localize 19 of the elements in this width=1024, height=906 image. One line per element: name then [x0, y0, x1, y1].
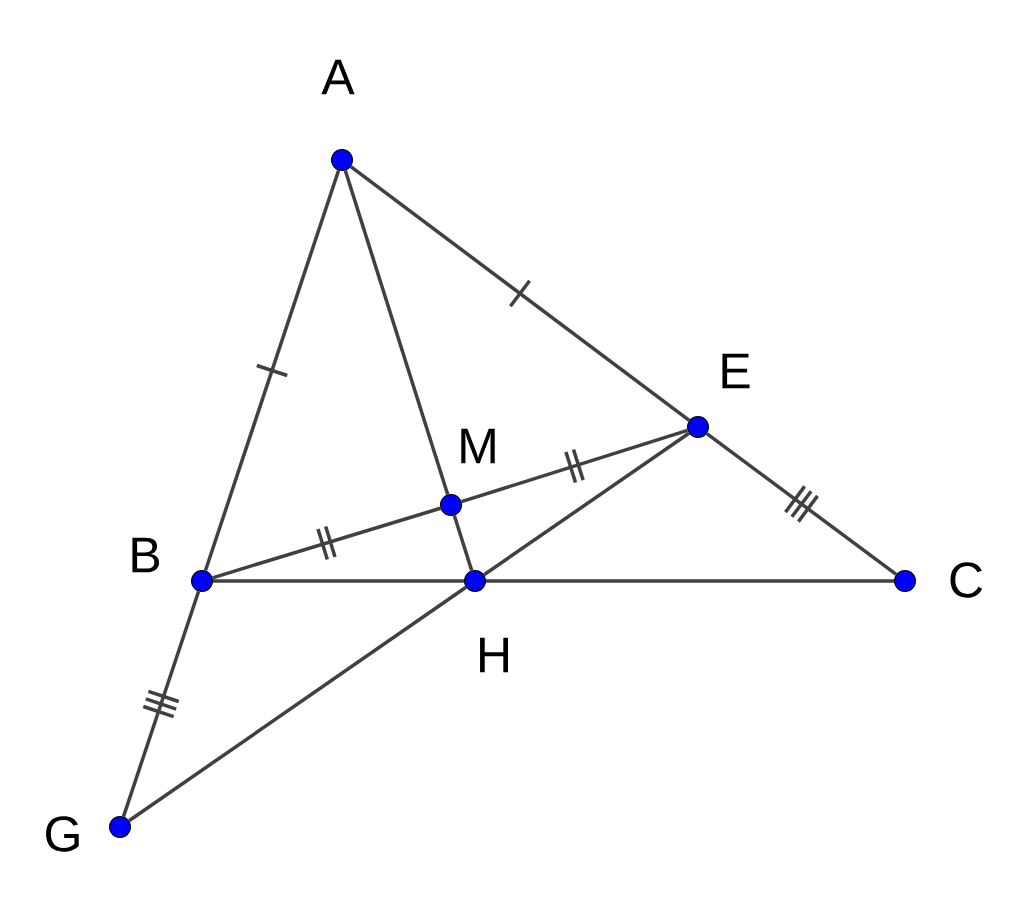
- segment: [349, 165, 691, 422]
- segment: [460, 428, 689, 504]
- point-label: H: [480, 637, 508, 673]
- segment: [343, 169, 450, 496]
- segment: [213, 579, 464, 583]
- point-label: A: [321, 59, 355, 95]
- point-label: E: [722, 353, 750, 389]
- segment: [486, 579, 894, 583]
- point-label: C: [950, 562, 983, 598]
- segment: [483, 431, 690, 577]
- segment: [128, 585, 467, 823]
- segment: [203, 169, 341, 572]
- segment: [121, 590, 201, 818]
- segment: [452, 514, 474, 572]
- segment: [705, 432, 898, 576]
- segment: [212, 506, 441, 580]
- point-label: G: [46, 816, 79, 852]
- point-label: B: [132, 537, 160, 573]
- point-label: M: [461, 428, 495, 464]
